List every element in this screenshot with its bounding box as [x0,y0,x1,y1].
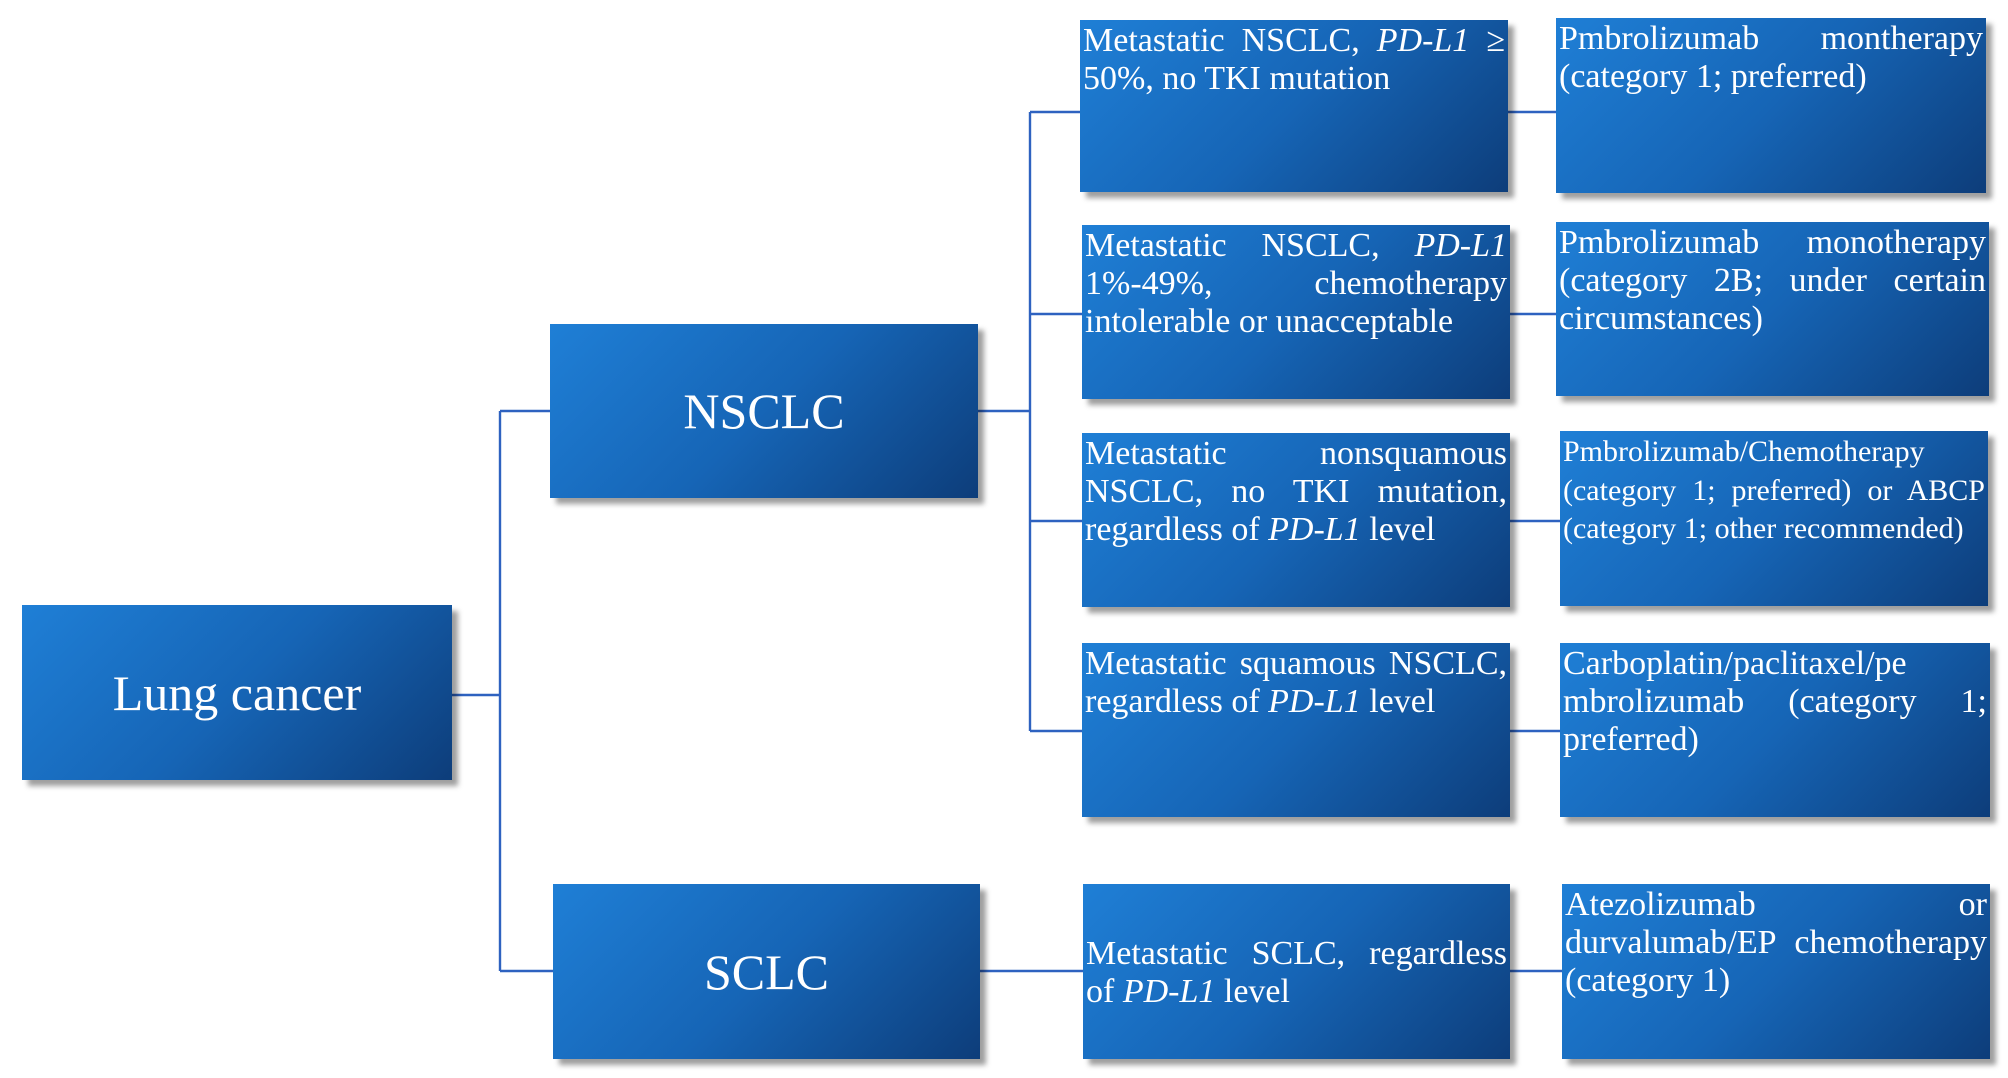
treatment-box-sclc: Atezolizumab or durvalumab/EP chemothera… [1562,884,1990,1059]
condition-3-segment-1: Metastatic nonsquamous NSCLC, no TKI mut… [1085,435,1507,548]
condition-sclc-segment-3: level [1215,972,1290,1010]
condition-text-1: Metastatic NSCLC, PD-L1 ≥ 50%, no TKI mu… [1080,20,1508,98]
condition-box-3: Metastatic nonsquamous NSCLC, no TKI mut… [1082,433,1510,607]
condition-text-2: Metastatic NSCLC, PD-L1 1%-49%, chemothe… [1082,225,1510,341]
condition-2-segment-2: PD-L1 [1414,227,1507,264]
condition-text-sclc: Metastatic SCLC, regardless of PD-L1 lev… [1083,933,1510,1011]
condition-1-segment-2: PD-L1 [1376,22,1470,59]
treatment-box-3: Pmbrolizumab/Chemotherapy (category 1; p… [1560,431,1988,606]
branch-box-nsclc: NSCLC [550,324,978,498]
branch-label-sclc: SCLC [703,943,830,1000]
branch-box-sclc: SCLC [553,884,980,1059]
treatment-text-3: Pmbrolizumab/Chemotherapy (category 1; p… [1563,435,1985,545]
condition-1-segment-3: ≥ 50%, no TKI mutation [1083,22,1505,97]
treatment-text-4: Carboplatin/paclitaxel/pe mbrolizumab (c… [1563,645,1987,758]
condition-box-4: Metastatic squamous NSCLC, regardless of… [1082,643,1510,817]
root-label: Lung cancer [112,664,362,721]
branch-label-nsclc: NSCLC [683,383,845,439]
treatment-text-2: Pmbrolizumab monotherapy (category 2B; u… [1559,224,1986,337]
condition-text-3: Metastatic nonsquamous NSCLC, no TKI mut… [1082,433,1510,549]
condition-box-1: Metastatic NSCLC, PD-L1 ≥ 50%, no TKI mu… [1080,20,1508,192]
condition-box-2: Metastatic NSCLC, PD-L1 1%-49%, chemothe… [1082,225,1510,399]
condition-4-segment-2: PD-L1 [1268,683,1361,720]
treatment-box-4: Carboplatin/paclitaxel/pe mbrolizumab (c… [1560,643,1990,817]
condition-box-sclc: Metastatic SCLC, regardless of PD-L1 lev… [1083,884,1510,1059]
condition-2-segment-1: Metastatic NSCLC, [1085,227,1415,264]
condition-text-4: Metastatic squamous NSCLC, regardless of… [1082,643,1510,721]
treatment-box-2: Pmbrolizumab monotherapy (category 2B; u… [1556,222,1989,396]
treatment-box-1: Pmbrolizumab montherapy (category 1; pre… [1556,18,1986,193]
condition-1-segment-1: Metastatic NSCLC, [1083,22,1377,59]
treatment-text-1: Pmbrolizumab montherapy (category 1; pre… [1559,20,1983,95]
condition-3-segment-3: level [1360,511,1436,548]
root-box: Lung cancer [22,605,452,780]
condition-2-segment-3: 1%-49%, chemotherapy intolerable or unac… [1085,265,1507,340]
condition-4-segment-1: Metastatic squamous NSCLC, regardless of [1085,645,1507,720]
condition-4-segment-3: level [1360,683,1436,720]
condition-sclc-segment-1: Metastatic SCLC, regardless of [1086,934,1507,1010]
condition-3-segment-2: PD-L1 [1268,511,1361,548]
condition-sclc-segment-2: PD-L1 [1122,972,1216,1010]
treatment-text-sclc: Atezolizumab or durvalumab/EP chemothera… [1565,886,1987,999]
